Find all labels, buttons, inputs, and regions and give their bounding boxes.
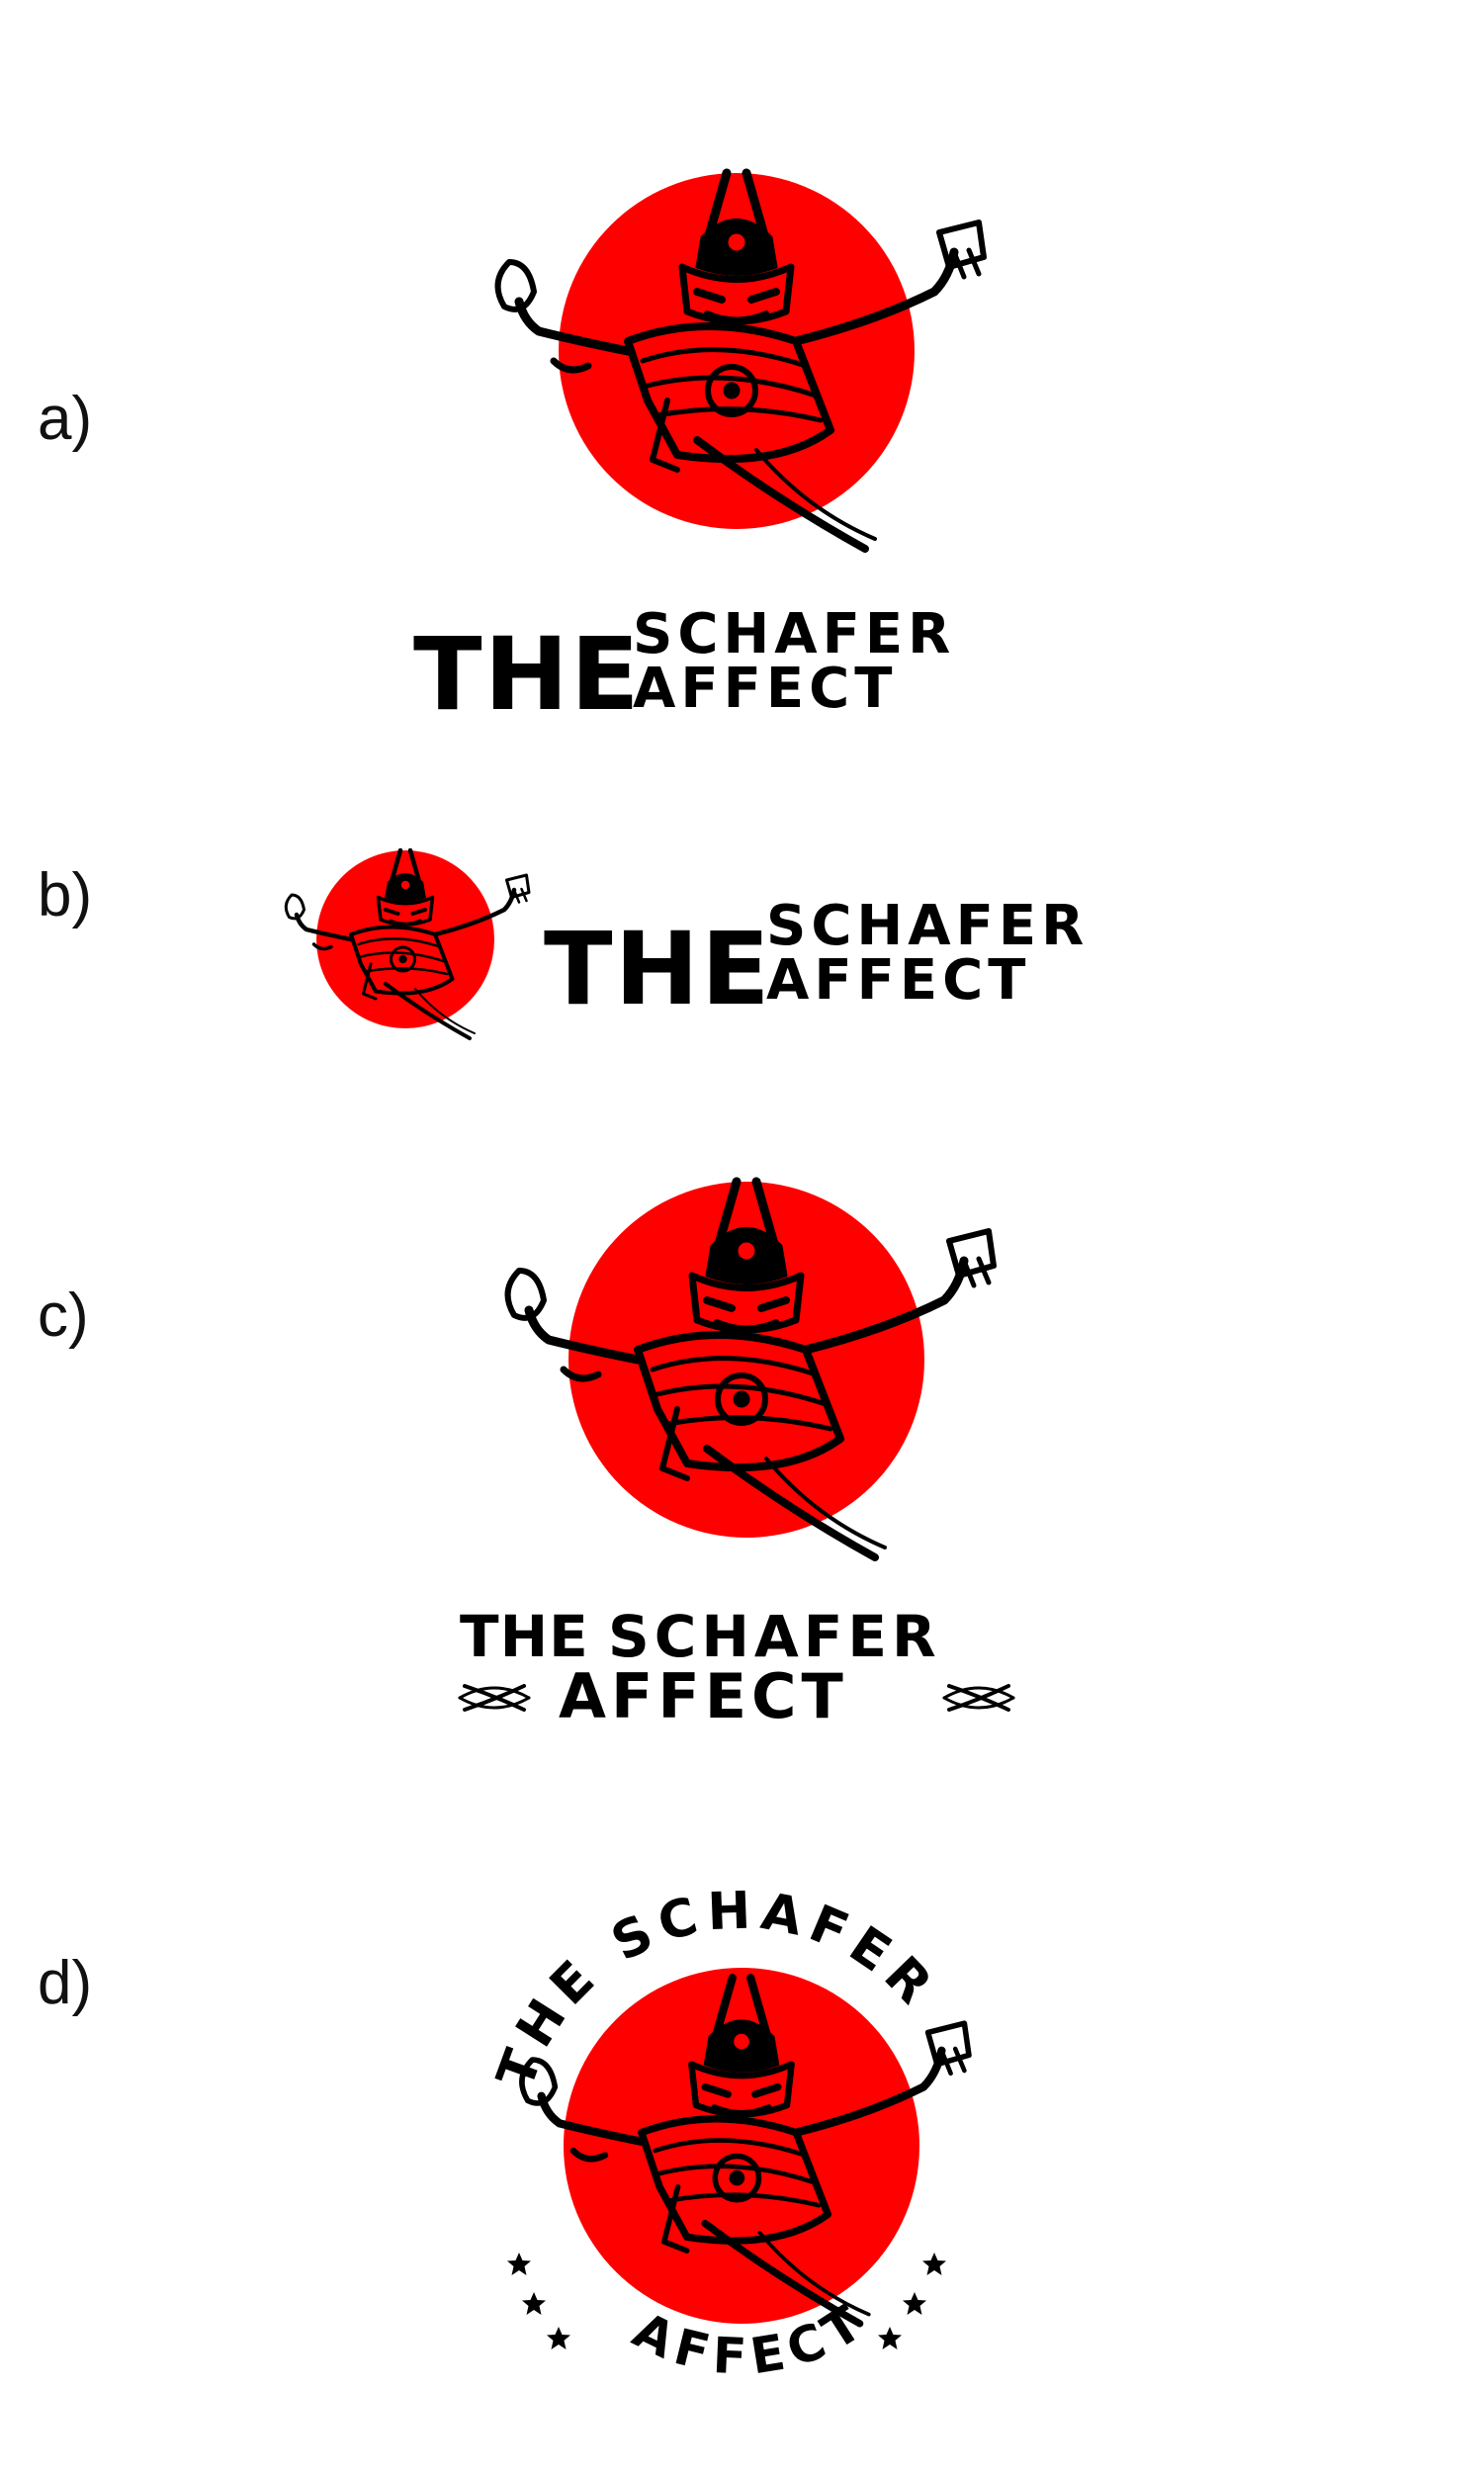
star-icon [903,2292,926,2315]
logo-the: THE [544,911,772,1028]
logo-affect: AFFECT [766,948,1030,1013]
logo-the: THE [460,1603,589,1670]
star-icon [878,2327,902,2349]
variant-label-a: a) [38,385,93,453]
logo-variant-d: THE SCHAFER AFFECT [486,1881,1018,2386]
logo-schafer: SCHAFER [633,602,955,666]
logo-variant-b: THE SCHAFER AFFECT [277,845,1089,1043]
variant-label-b: b) [38,861,93,929]
variant-label-c: c) [38,1282,89,1350]
logo-affect: AFFECT [633,657,897,721]
crossed-swords-icon [942,1684,1015,1712]
logo-the: THE [413,616,642,734]
logo-schafer: SCHAFER [608,1603,941,1670]
star-icon [547,2327,570,2349]
logo-variant-a: THE SCHAFER AFFECT [413,163,1088,734]
star-icon [507,2253,531,2275]
variant-label-d: d) [38,1949,93,2017]
logo-affect: AFFECT [559,1660,848,1732]
logo-schafer: SCHAFER [766,894,1089,958]
star-icon [922,2253,946,2275]
logo-variant-c: THE SCHAFER AFFECT [458,1172,1015,1732]
star-icon [522,2292,546,2315]
red-sun-icon [564,1968,919,2324]
crossed-swords-icon [458,1684,531,1712]
